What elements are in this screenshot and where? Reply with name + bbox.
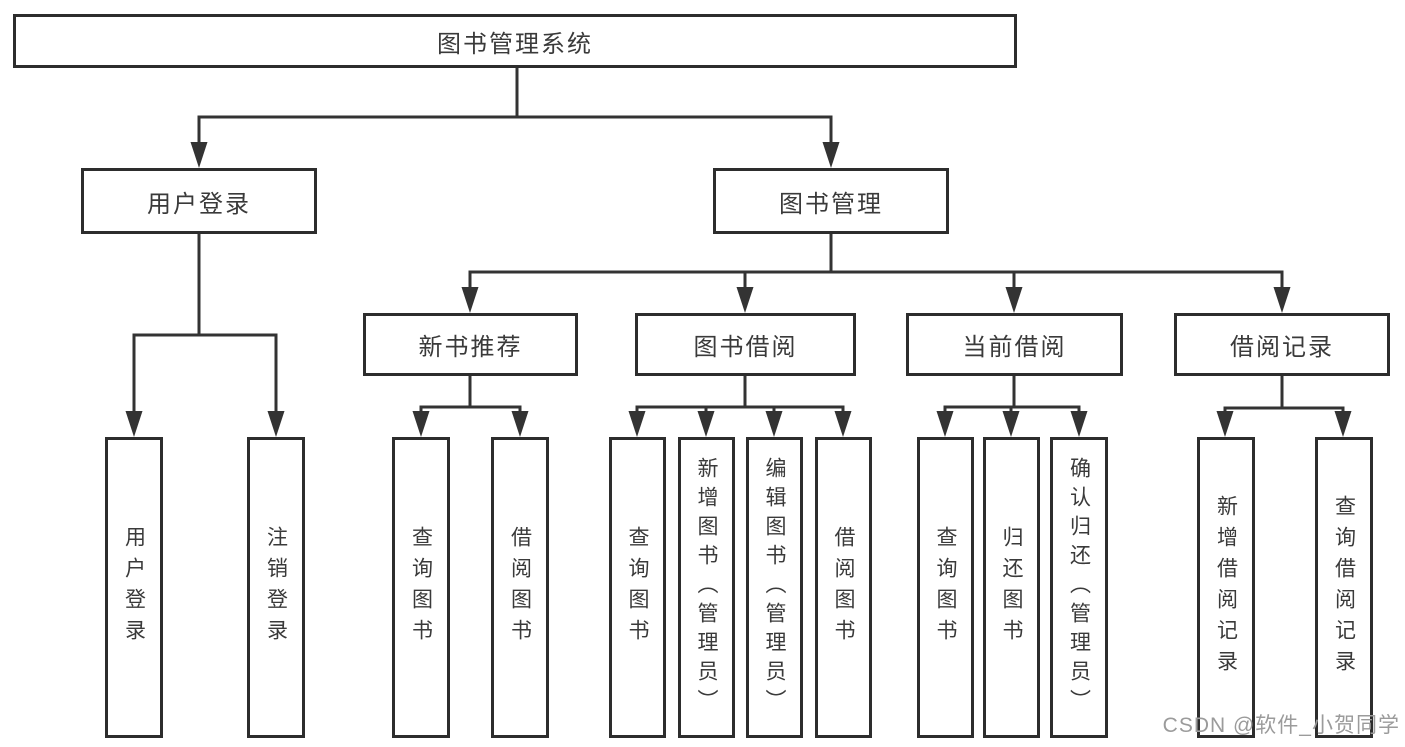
node-label: 借阅记录 (1230, 334, 1334, 361)
leaf-query-books-current: 查询图书 (917, 437, 974, 738)
node-label: 查询图书 (626, 525, 649, 650)
leaf-query-borrow-record: 查询借阅记录 (1315, 437, 1373, 738)
node-label: 查询图书 (409, 525, 433, 650)
node-borrowing-records: 借阅记录 (1174, 313, 1390, 376)
leaf-add-borrow-record: 新增借阅记录 (1197, 437, 1255, 738)
leaf-query-books-recommend: 查询图书 (392, 437, 450, 738)
node-label: 图书管理 (779, 190, 883, 218)
leaf-add-book-admin: 新增图书（管理员） (678, 437, 735, 738)
node-label: 图书借阅 (693, 334, 798, 361)
leaf-return-books: 归还图书 (983, 437, 1040, 738)
node-label: 查询借阅记录 (1332, 494, 1356, 681)
connector-book-management-branch (461, 232, 1291, 313)
node-label: 图书管理系统 (437, 30, 593, 58)
connector-user-login-branch (125, 232, 285, 437)
node-user-login: 用户登录 (81, 168, 317, 234)
node-label: 新增借阅记录 (1214, 494, 1238, 681)
node-label: 用户登录 (147, 190, 251, 218)
leaf-borrow-books-recommend: 借阅图书 (491, 437, 549, 738)
node-label: 编辑图书（管理员） (763, 457, 786, 718)
connector-borrow-record-branch (1216, 374, 1352, 437)
node-label: 注销登录 (264, 525, 288, 650)
connector-current-borrow-branch (936, 374, 1088, 437)
node-library-management-system: 图书管理系统 (13, 14, 1017, 68)
watermark: CSDN @软件_小贺同学 (1162, 714, 1400, 737)
node-book-borrowing: 图书借阅 (635, 313, 856, 376)
leaf-logout: 注销登录 (247, 437, 305, 738)
node-label: 用户登录 (122, 525, 146, 650)
node-label: 当前借阅 (962, 334, 1067, 361)
leaf-user-login: 用户登录 (105, 437, 163, 738)
node-label: 借阅图书 (508, 525, 532, 650)
node-label: 新增图书（管理员） (695, 457, 718, 718)
node-label: 新书推荐 (418, 334, 523, 361)
leaf-query-books-borrowing: 查询图书 (609, 437, 666, 738)
leaf-borrow-books-borrowing: 借阅图书 (815, 437, 872, 738)
node-current-borrowing: 当前借阅 (906, 313, 1123, 376)
node-new-book-recommendation: 新书推荐 (363, 313, 578, 376)
node-label: 确认归还（管理员） (1067, 457, 1091, 718)
leaf-confirm-return-admin: 确认归还（管理员） (1050, 437, 1108, 738)
connector-root-to-level2 (190, 66, 840, 168)
node-label: 查询图书 (934, 525, 957, 650)
node-label: 归还图书 (1000, 525, 1023, 650)
node-book-management: 图书管理 (713, 168, 949, 234)
connector-new-book-branch (412, 374, 529, 437)
connector-book-borrow-branch (628, 374, 852, 437)
node-label: 借阅图书 (832, 525, 855, 650)
leaf-edit-book-admin: 编辑图书（管理员） (746, 437, 803, 738)
